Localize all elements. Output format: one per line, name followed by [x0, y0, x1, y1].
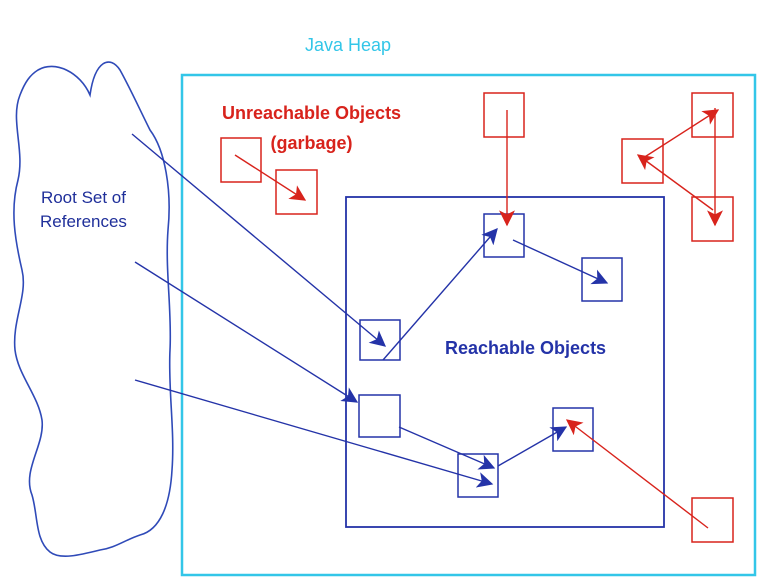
unreachable-object — [621, 138, 664, 184]
reference-arrow — [134, 261, 359, 403]
unreachable-label-line1: Unreachable Objects — [222, 103, 402, 123]
reference-arrow — [134, 379, 494, 488]
root-set-cloud — [13, 61, 174, 558]
java-heap-box — [180, 73, 757, 577]
unreachable-object — [691, 196, 734, 242]
root-label-line1: Root Set of — [40, 188, 126, 207]
reference-arrow — [398, 426, 496, 470]
unreachable-objects-label: Unreachable Objects (garbage) — [222, 98, 401, 158]
unreachable-object-boxes — [220, 92, 734, 543]
reference-arrow — [382, 227, 498, 361]
reachable-object — [581, 257, 623, 302]
reachable-objects-label: Reachable Objects — [445, 338, 607, 358]
garbage-arrow — [234, 154, 307, 201]
unreachable-object — [220, 137, 262, 183]
root-set-label: Root Set of References — [40, 186, 127, 234]
garbage-arrow — [639, 109, 720, 161]
reachable-objects-region — [345, 196, 665, 528]
unreachable-object — [275, 169, 318, 215]
reachable-object — [457, 453, 499, 498]
unreachable-object — [691, 92, 734, 138]
reference-arrow — [497, 426, 568, 467]
unreachable-object — [691, 497, 734, 543]
unreachable-object — [483, 92, 525, 138]
root-label-line2: References — [40, 212, 127, 231]
garbage-arrow — [636, 154, 714, 211]
reachable-reference-arrows — [131, 133, 609, 488]
java-heap-title: Java Heap — [305, 35, 392, 55]
reachable-object — [359, 319, 401, 361]
reachable-object — [552, 407, 594, 452]
unreachable-label-line2: (garbage) — [270, 133, 353, 153]
reference-arrow — [512, 239, 609, 285]
reference-arrow — [131, 133, 387, 347]
garbage-arrow — [565, 419, 709, 529]
reachable-object — [358, 394, 401, 438]
unreachable-reference-arrows — [234, 108, 723, 529]
reachable-object — [483, 213, 525, 258]
